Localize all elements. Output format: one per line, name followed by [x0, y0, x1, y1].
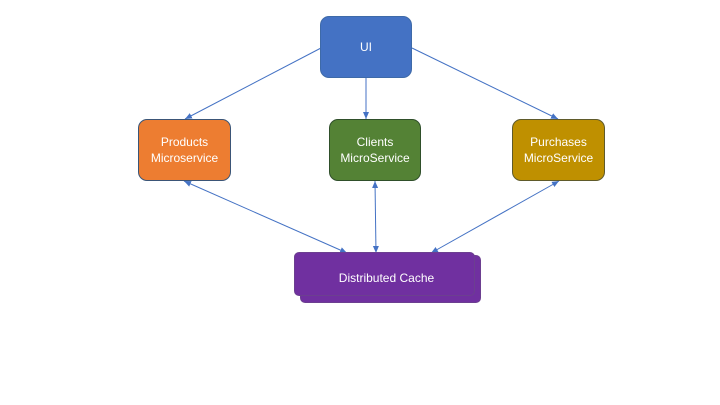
ui-node: UI [320, 16, 412, 78]
edge-ui-to-purchases [411, 47, 559, 120]
edge-purchases-to-cache [430, 180, 560, 254]
products-microservice-node: Products Microservice [138, 119, 231, 181]
purchases-microservice-node: Purchases MicroService [512, 119, 605, 181]
clients-microservice-node: Clients MicroService [329, 119, 421, 181]
distributed-cache-node: Distributed Cache [294, 252, 475, 296]
edge-products-to-cache [183, 180, 348, 254]
edge-clients-to-cache [372, 180, 379, 254]
edge-ui-to-products [184, 47, 322, 120]
distributed-cache-label: Distributed Cache [338, 271, 435, 285]
